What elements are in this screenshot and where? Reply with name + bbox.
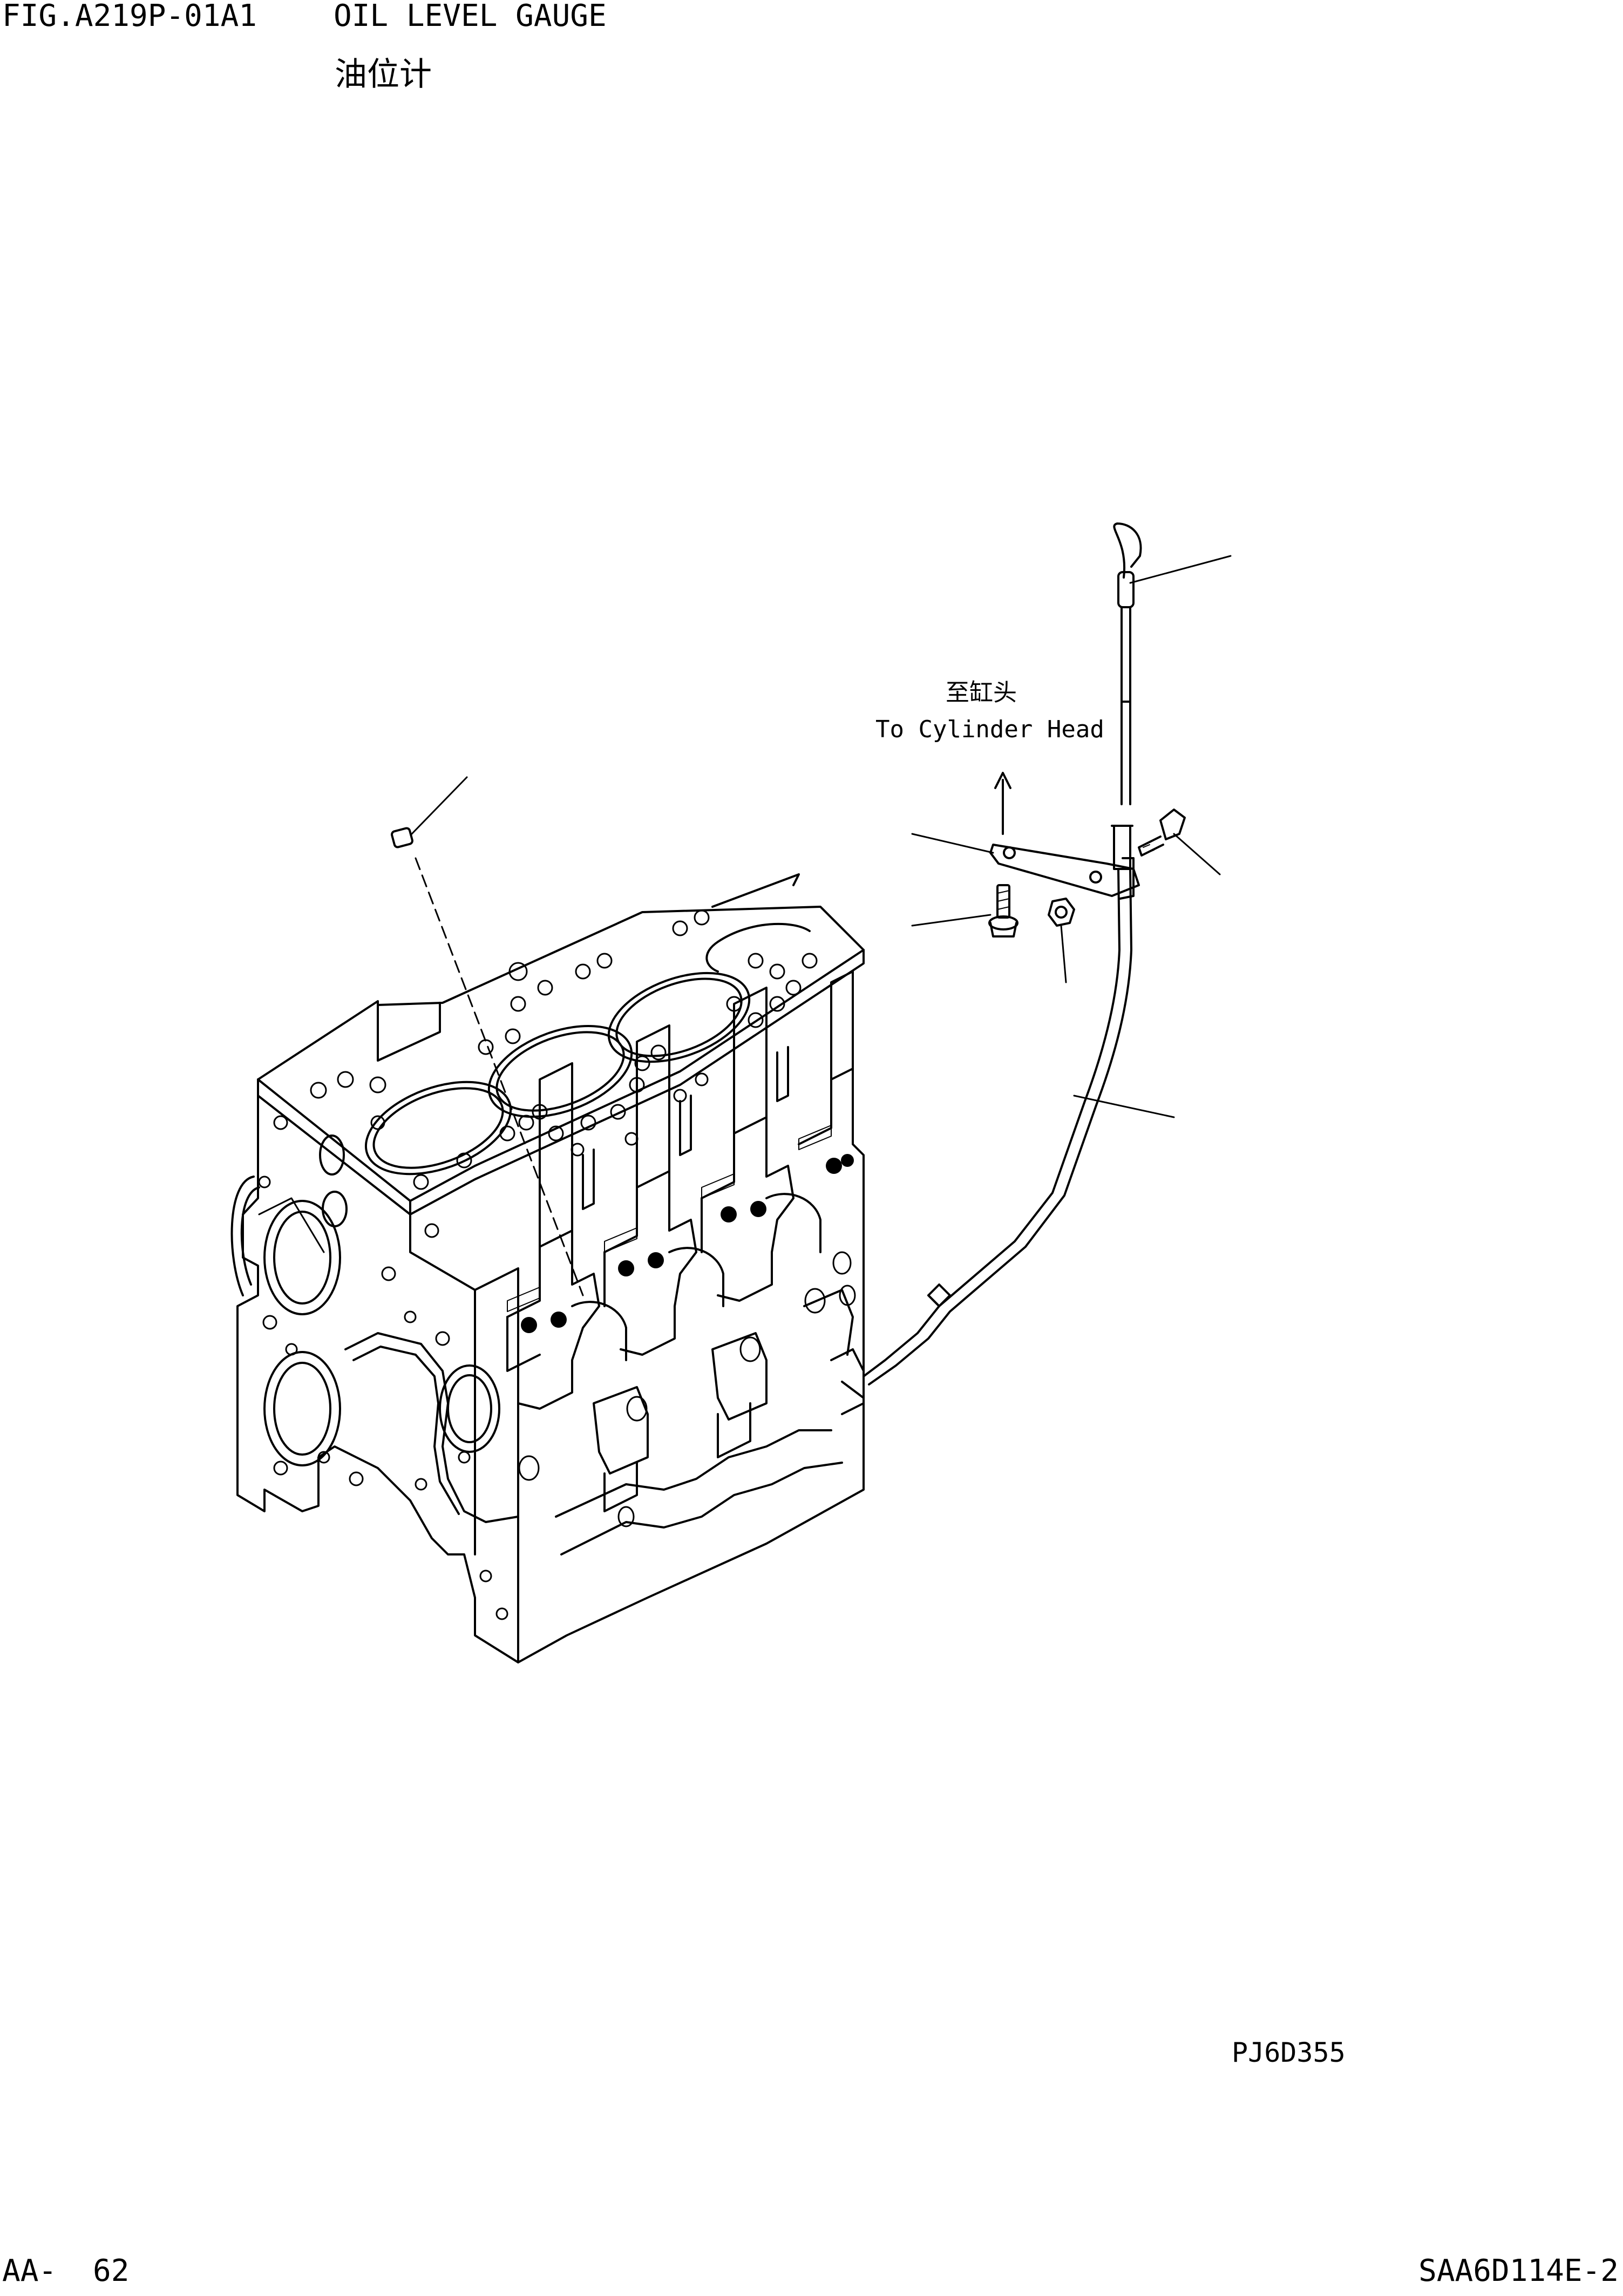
bolt-part-middle [912,885,1017,936]
drawing-number: PJ6D355 [1232,2037,1346,2068]
bracket-part [912,834,1139,899]
bolt-part-upper [1139,810,1220,874]
plug-part [391,777,583,1295]
figure-title-chinese: 油位计 [335,56,432,93]
cylinder-block-illustration [232,874,864,1662]
cylinder-head-direction-arrow [995,773,1010,834]
gauge-guide-tube-part [864,826,1174,1384]
page-number: 62 [93,2253,130,2288]
figure-number: FIG.A219P-01A1 [2,0,257,33]
figure-title: OIL LEVEL GAUGE [334,0,607,33]
page-prefix: AA- [2,2253,57,2288]
nut-part [1049,899,1074,982]
callout-label-english: To Cylinder Head [875,716,1104,743]
callout-label-chinese: 至缸头 [946,679,1017,707]
document-code: SAA6D114E-2 [1418,2253,1619,2288]
dipstick-part [1114,524,1231,804]
